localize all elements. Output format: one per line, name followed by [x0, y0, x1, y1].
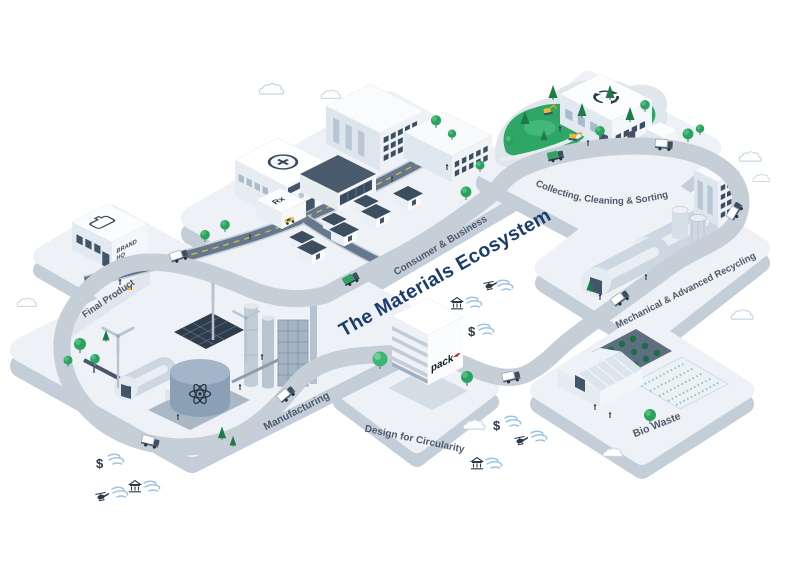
storage-tank	[170, 359, 230, 417]
manufacturing-plant	[83, 271, 317, 430]
office-building-a	[325, 83, 425, 171]
wind-icon	[504, 415, 522, 427]
brand-hq-sign-line2: HQ	[117, 251, 125, 262]
pharmacy-sign: Rx	[269, 195, 289, 205]
bank-icon	[128, 479, 142, 493]
wind-icon	[143, 480, 161, 492]
pack-logo-swoosh	[452, 353, 461, 359]
dollar-icon: $	[468, 324, 476, 339]
wind-icon	[465, 296, 483, 308]
crop-field	[632, 356, 730, 410]
wind-icon	[111, 486, 129, 498]
final-product-ramp-wall	[70, 268, 150, 338]
pack-building: pack	[388, 297, 468, 410]
wind-icon	[530, 430, 548, 442]
main-road-loop	[62, 137, 741, 447]
excavators	[125, 104, 584, 290]
shops-building	[300, 155, 376, 211]
forklift	[125, 284, 132, 290]
recycling-warehouses	[581, 158, 741, 297]
dollar-icon: $	[493, 418, 501, 433]
dollar-icon: $	[96, 456, 104, 471]
wind-icon	[485, 457, 503, 469]
wind-icon	[496, 279, 514, 291]
wind-icon	[477, 323, 495, 335]
greenhouse	[558, 348, 642, 407]
bio-waste-farm	[558, 329, 730, 410]
bottle-icon	[89, 215, 116, 229]
recycle-icon	[593, 90, 619, 105]
helicopter-icon	[513, 435, 530, 446]
floating-icons: $ $ $	[94, 279, 548, 502]
bank-icon	[470, 456, 484, 470]
helicopter-icon	[482, 280, 499, 291]
atom-icon	[188, 383, 212, 405]
silos	[671, 206, 707, 248]
helipad-icon	[267, 154, 299, 170]
helicopter-icon	[94, 491, 111, 502]
bank-icon	[450, 296, 464, 310]
wind-icon	[107, 453, 125, 465]
